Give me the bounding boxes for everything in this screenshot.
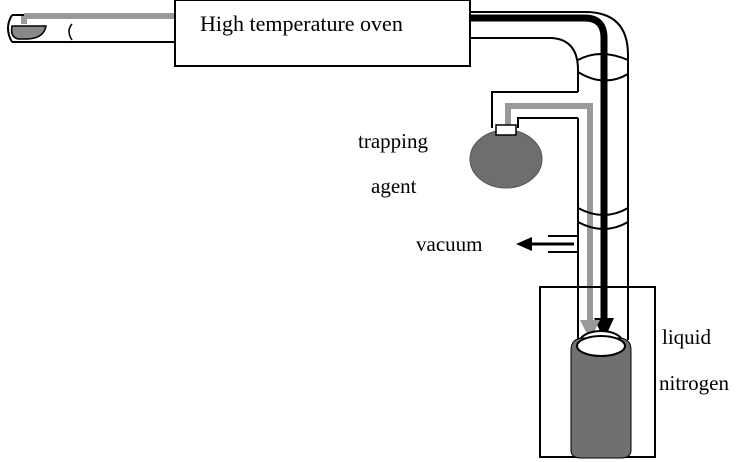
vacuum-port (548, 235, 578, 253)
vertical-tube-joints (577, 207, 629, 230)
trapping-label: trapping (358, 129, 428, 153)
sample-boat (10, 25, 47, 40)
collector-tube (570, 337, 632, 459)
black-vapor-stream (470, 14, 608, 325)
trapping-agent-flask (469, 129, 543, 189)
trapping-side-arm (491, 91, 578, 128)
oven-label: High temperature oven (200, 11, 403, 36)
lower-vertical-tube (577, 240, 629, 352)
liquid-label: liquid (662, 325, 712, 349)
trapping-flask-neck (495, 124, 517, 136)
black-stream-arrowhead (594, 318, 614, 340)
vacuum-arrowhead (516, 237, 532, 251)
vacuum-label: vacuum (416, 232, 482, 256)
collector-opening (576, 335, 626, 357)
agent-label: agent (371, 174, 417, 198)
nitrogen-label: nitrogen (659, 371, 729, 395)
gray-vapor-stream-left (21, 13, 175, 24)
inner-tube-hint (68, 23, 73, 41)
gray-trapping-stream (505, 103, 593, 325)
gray-stream-arrowhead (580, 320, 600, 340)
high-temperature-oven-box (174, 0, 471, 67)
right-elbow-tube (470, 11, 629, 240)
